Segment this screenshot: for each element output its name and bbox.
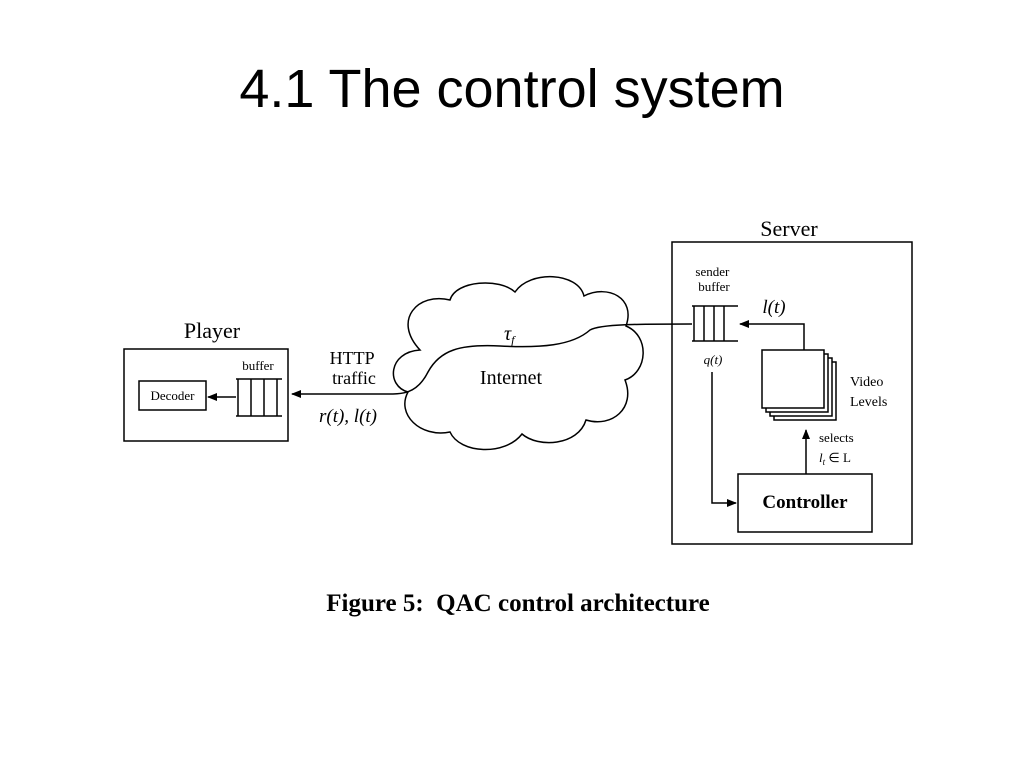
sender-buffer-label: sender buffer bbox=[695, 264, 732, 294]
rate-level-label: r(t), l(t) bbox=[319, 406, 377, 427]
internet-cloud bbox=[392, 276, 644, 451]
player-box bbox=[123, 348, 289, 442]
sender-buffer-label-line2: buffer bbox=[698, 279, 730, 294]
internet-label: Internet bbox=[480, 367, 543, 389]
video-levels-label-line2: Levels bbox=[850, 395, 887, 410]
player-title: Player bbox=[184, 318, 241, 343]
selects-set-l: l bbox=[819, 450, 823, 465]
level-label: l(t) bbox=[762, 297, 785, 318]
video-levels-stack bbox=[761, 349, 837, 421]
http-traffic-label: HTTP traffic bbox=[330, 348, 379, 388]
controller-label: Controller bbox=[762, 492, 848, 513]
sender-buffer-label-line1: sender bbox=[695, 264, 730, 279]
delay-label: τf bbox=[504, 323, 516, 347]
selects-label: selects bbox=[819, 430, 854, 445]
server-box bbox=[671, 241, 913, 545]
slide-title: 4.1 The control system bbox=[239, 59, 785, 119]
decoder-label: Decoder bbox=[150, 388, 195, 403]
level-to-buffer-arrow bbox=[739, 320, 805, 350]
figure-caption: Figure 5: QAC control architecture bbox=[326, 590, 709, 617]
selects-set-label: lt ∈ L bbox=[819, 450, 851, 467]
delay-subscript: f bbox=[511, 333, 516, 347]
video-levels-label-line1: Video bbox=[850, 375, 883, 390]
sender-buffer-queue bbox=[692, 305, 738, 342]
decoder-box bbox=[138, 380, 207, 411]
queue-length-label: q(t) bbox=[704, 352, 723, 367]
selects-set-sub: t bbox=[823, 457, 826, 467]
player-buffer-label: buffer bbox=[242, 358, 274, 373]
server-title: Server bbox=[760, 216, 818, 241]
player-buffer-queue bbox=[236, 378, 282, 417]
selects-label-line1: selects bbox=[819, 430, 854, 445]
delay-symbol: τ bbox=[504, 323, 512, 345]
controller-box bbox=[737, 473, 873, 533]
http-traffic-curve bbox=[291, 323, 693, 398]
http-label-line1: HTTP bbox=[330, 348, 375, 368]
queue-to-controller-arrow bbox=[711, 372, 737, 507]
selects-set-rest: ∈ L bbox=[825, 450, 851, 465]
video-levels-label: Video Levels bbox=[850, 375, 887, 410]
http-label-line2: traffic bbox=[332, 368, 376, 388]
